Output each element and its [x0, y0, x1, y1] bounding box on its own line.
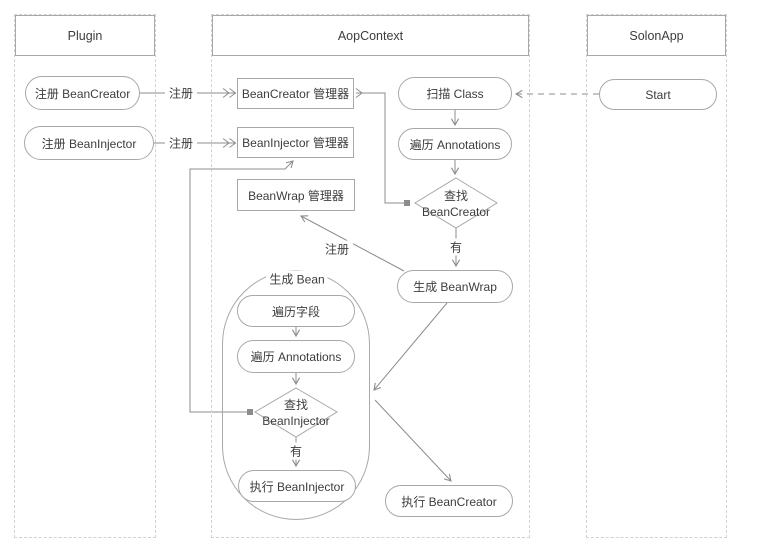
iterate-annotations-node: 遍历 Annotations [398, 128, 512, 160]
lane-aop-context [211, 14, 530, 538]
generate-bean-wrap-node: 生成 BeanWrap [397, 270, 513, 303]
find-bean-injector-label: 查找 BeanInjector [262, 397, 330, 428]
register-bean-creator-node: 注册 BeanCreator [25, 76, 140, 110]
edge-label-register-wrap: 注册 [320, 240, 354, 258]
edge-gen-wrap-to-gen-bean [373, 302, 448, 391]
find-bean-creator-diamond [414, 177, 498, 229]
lane-plugin [14, 14, 156, 538]
bean-creator-manager-node: BeanCreator 管理器 [237, 78, 354, 109]
edge-creator-loop-endpoint [404, 200, 410, 206]
edge-creator-manager-chevron [355, 88, 363, 98]
lane-title-aop-context: AopContext [212, 15, 529, 56]
lane-title-solon-app-label: SolonApp [629, 28, 684, 43]
register-bean-injector-node: 注册 BeanInjector [24, 126, 154, 160]
edge-injector-loop [189, 160, 294, 413]
iterate-annotations-inner-node: 遍历 Annotations [237, 340, 355, 373]
lane-title-plugin: Plugin [15, 15, 155, 56]
lane-solon-app [586, 14, 727, 538]
edge-label-has-injector: 有 [285, 442, 307, 460]
lane-title-plugin-label: Plugin [67, 28, 103, 43]
find-bean-injector-diamond [254, 387, 338, 438]
edge-creator-manager-loop [356, 92, 404, 204]
generate-bean-group-label: 生成 Bean [266, 270, 328, 288]
edge-label-register-creator: 注册 [164, 84, 198, 102]
edge-gen-bean-to-exec-creator [374, 399, 452, 482]
start-node: Start [599, 79, 717, 110]
execute-bean-injector-node: 执行 BeanInjector [238, 470, 356, 502]
edge-injector-loop-endpoint [247, 409, 253, 415]
edge-label-register-injector: 注册 [164, 134, 198, 152]
bean-wrap-manager-node: BeanWrap 管理器 [237, 179, 355, 211]
execute-bean-creator-node: 执行 BeanCreator [385, 485, 513, 517]
edge-label-has-creator: 有 [445, 238, 467, 256]
scan-class-node: 扫描 Class [398, 77, 512, 110]
lane-title-solon-app: SolonApp [587, 15, 726, 56]
find-bean-creator-label: 查找 BeanCreator [421, 188, 491, 219]
edge-register-injector-chevrons [222, 138, 237, 148]
iterate-fields-node: 遍历字段 [237, 295, 355, 327]
lane-title-aop-context-label: AopContext [337, 28, 404, 43]
edge-register-creator-chevrons [222, 88, 237, 98]
bean-injector-manager-node: BeanInjector 管理器 [237, 127, 354, 158]
